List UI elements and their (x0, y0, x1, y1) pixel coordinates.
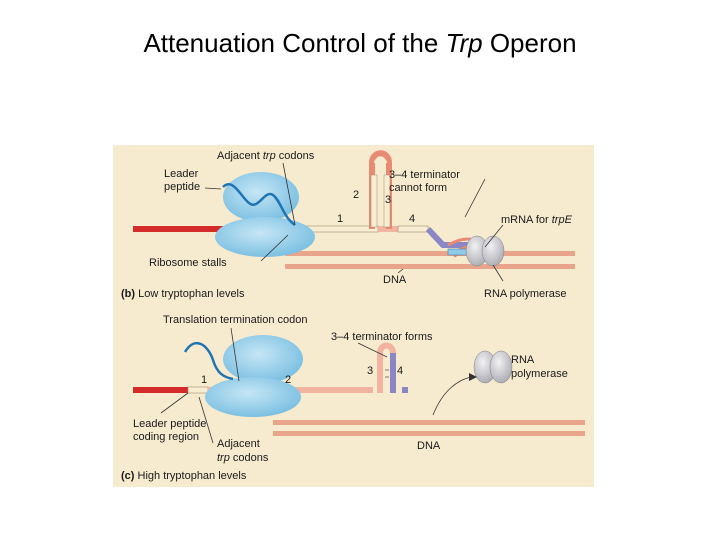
rna-polymerase-label-b: RNA polymerase (484, 288, 567, 300)
panel-c: Translation termination codon 3–4 termin… (121, 314, 585, 482)
dna-c (273, 420, 585, 436)
rna-polymerase-b (465, 235, 505, 267)
rna-polymerase-c (473, 350, 513, 384)
mrna-trpe-label: mRNA for trpE (501, 214, 573, 226)
region-2-label-b: 2 (353, 189, 359, 201)
dna-label-c: DNA (417, 440, 441, 452)
adjacent-label-c: Adjacent (217, 438, 260, 450)
polymerase-label-c: polymerase (511, 368, 568, 380)
release-arrow-head (469, 373, 477, 381)
leader-peptide-b (222, 183, 296, 227)
translation-termination-label: Translation termination codon (163, 314, 308, 326)
leader-coding-label-line2: coding region (133, 431, 199, 443)
terminator-label-b-line2: cannot form (389, 182, 447, 194)
ribosome-b (215, 172, 315, 257)
ribosome-c (205, 335, 303, 417)
leader-mrna-b (133, 226, 298, 232)
stem-loop-2-3 (369, 150, 392, 229)
caption-c: (c) High tryptophan levels (121, 470, 247, 482)
ribosome-stalls-label: Ribosome stalls (149, 257, 227, 269)
adjacent-trp-codons-label-b: Adjacent trp codons (217, 150, 315, 162)
attenuation-figure: Adjacent trp codons Leader peptide 2 3 1… (113, 145, 594, 487)
region-4-label-b: 4 (409, 213, 415, 225)
terminator-label-b-line1: 3–4 terminator (389, 169, 460, 181)
leader-label-b: Leader (164, 168, 199, 180)
panel-b: Adjacent trp codons Leader peptide 2 3 1… (121, 150, 575, 300)
mrna-strand-b (133, 225, 501, 258)
trp-codons-label-c: trp codons (217, 452, 269, 464)
region-3-label-c: 3 (367, 365, 373, 377)
rna-label-c: RNA (511, 354, 535, 366)
caption-b: (b) Low tryptophan levels (121, 288, 245, 300)
region-4-label-c: 4 (397, 365, 403, 377)
leader-mrna-c (133, 387, 188, 393)
region-1-label-b: 1 (337, 213, 343, 225)
dna-label-b: DNA (383, 274, 407, 286)
slide-title: Attenuation Control of the Trp Operon (143, 28, 577, 58)
terminator-forms-label: 3–4 terminator forms (331, 331, 433, 343)
region-1-label-c: 1 (201, 374, 207, 386)
stem-loop-3-4 (377, 342, 396, 393)
region-2-label-c: 2 (285, 374, 291, 386)
leader-peptide-c (183, 341, 234, 381)
region-3-label-b: 3 (385, 194, 391, 206)
leader-coding-label-line1: Leader peptide (133, 418, 206, 430)
dna-b (285, 251, 575, 269)
peptide-label-b: peptide (164, 181, 200, 193)
